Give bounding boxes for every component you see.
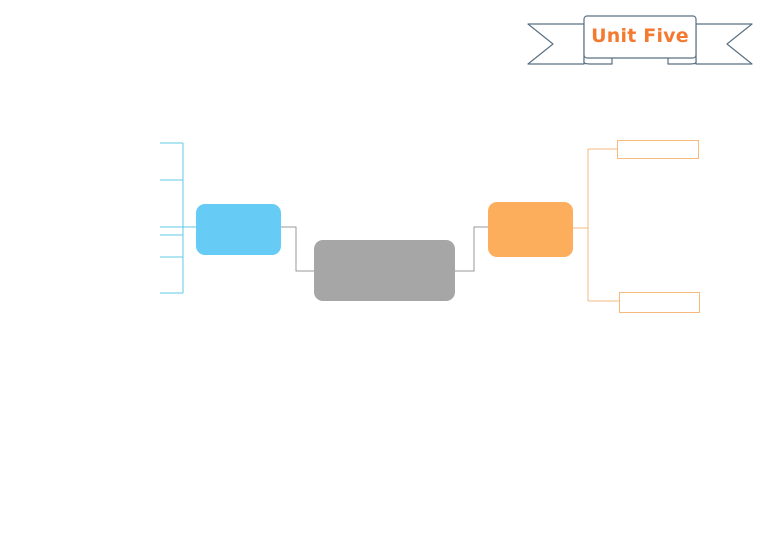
banner-tail-left — [527, 23, 585, 65]
banner-ribbon — [527, 15, 753, 65]
left-branch-node[interactable] — [196, 204, 281, 255]
right-leaf-box-1[interactable] — [617, 140, 699, 159]
connector-left-center — [281, 226, 314, 272]
central-topic-node[interactable] — [314, 240, 455, 301]
connector-center-right — [455, 226, 488, 272]
banner-tail-right — [695, 23, 753, 65]
right-leaf-box-2[interactable] — [619, 292, 700, 313]
left-leaf-bracket — [160, 142, 196, 294]
banner-panel — [583, 15, 697, 59]
unit-title: Unit Five — [591, 25, 689, 47]
right-branch-node[interactable] — [488, 202, 573, 257]
right-leaf-bracket — [573, 148, 619, 302]
